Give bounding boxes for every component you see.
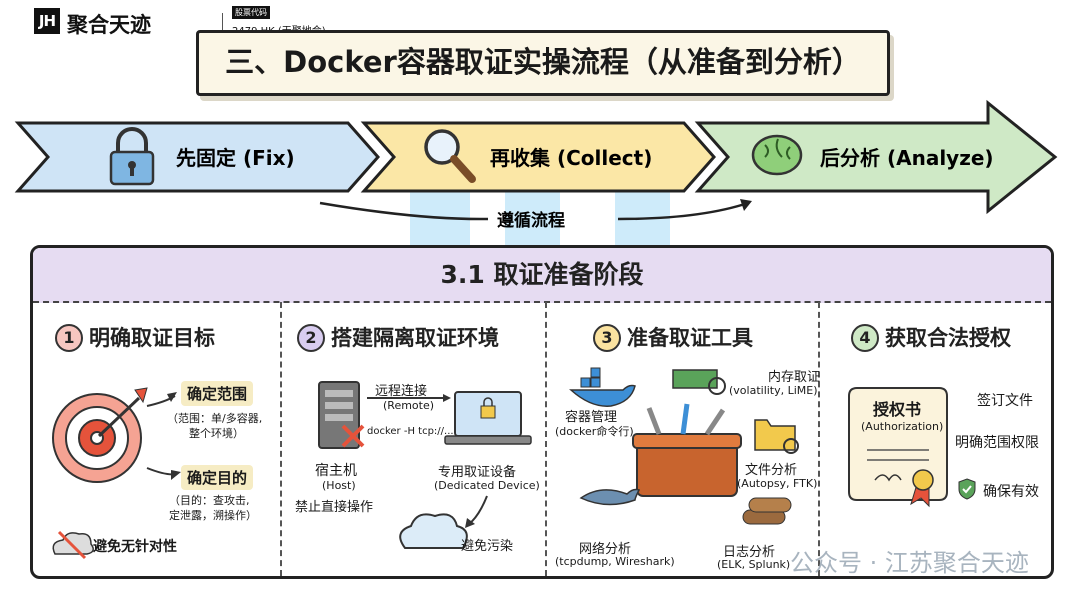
toolbox-diagram	[569, 367, 799, 525]
tool-network-desc: (tcpdump, Wireshark)	[555, 555, 675, 568]
step-number: 4	[851, 324, 879, 352]
column-2-title-text: 搭建隔离取证环境	[331, 326, 499, 350]
toolbox-icon	[632, 403, 742, 497]
ram-chip-icon	[672, 369, 726, 395]
folder-icon	[754, 419, 799, 454]
scroll-document-icon	[848, 387, 948, 508]
goal-scope-label: 确定范围	[181, 381, 254, 406]
device-label: 专用取证设备	[438, 465, 517, 480]
auth-item-scope: 明确范围权限	[955, 435, 1039, 451]
shark-icon	[579, 488, 641, 506]
auth-item-valid: 确保有效	[983, 484, 1039, 500]
server-icon	[318, 381, 365, 449]
tool-network-name: 网络分析	[579, 542, 632, 557]
seal-badge-icon	[910, 469, 934, 508]
goal-scope-detail-2: 整个环境）	[189, 427, 244, 440]
step-analyze-arrow	[694, 99, 1058, 215]
step-fix-arrow	[14, 121, 381, 193]
auth-item-sign: 签订文件	[977, 393, 1033, 409]
tool-file-name: 文件分析	[745, 463, 798, 478]
cloud-note: 避免污染	[461, 539, 514, 554]
step-number: 2	[297, 324, 325, 352]
column-divider	[280, 302, 282, 576]
column-divider	[818, 302, 820, 576]
logo-divider	[222, 13, 223, 31]
process-flow: 先固定 (Fix) 再收集 (Collect) 后分析 (Analyze) 遵循…	[14, 99, 1058, 231]
prep-stage-title: 3.1 取证准备阶段	[440, 260, 644, 289]
tool-container-name: 容器管理	[565, 410, 618, 425]
lock-icon	[109, 127, 155, 186]
footer-watermark: 公众号 · 江苏聚合天迹	[790, 549, 1029, 577]
cloud-icon	[399, 513, 468, 549]
magnifier-icon	[424, 129, 476, 183]
tool-file-desc: (Autopsy, FTK)	[737, 477, 818, 490]
isolated-env-diagram	[318, 381, 532, 549]
prep-stage-header: 3.1 取证准备阶段	[33, 248, 1051, 303]
remote-label-en: (Remote)	[383, 399, 435, 412]
column-1-title-text: 明确取证目标	[89, 326, 215, 350]
remote-label: 远程连接	[375, 384, 428, 399]
target-icon	[52, 387, 181, 483]
step-analyze-label: 后分析 (Analyze)	[820, 146, 994, 170]
column-4-title-text: 获取合法授权	[885, 326, 1011, 350]
tool-memory-desc: (volatility, LiME)	[729, 384, 818, 397]
step-fix-label: 先固定 (Fix)	[176, 146, 295, 170]
goal-purpose-detail-1: （目的：查攻击,	[169, 494, 250, 507]
logo-name: 聚合天迹	[67, 13, 151, 37]
shield-check-icon	[958, 478, 976, 500]
flow-curve-arrow	[319, 201, 749, 221]
column-divider	[545, 302, 547, 576]
host-label: 宿主机	[315, 463, 357, 479]
flow-label: 遵循流程	[497, 210, 565, 231]
step-number: 3	[593, 324, 621, 352]
step-collect-label: 再收集 (Collect)	[490, 146, 652, 170]
log-wood-icon	[742, 497, 792, 525]
goal-note: 避免无针对性	[93, 539, 177, 555]
goal-scope-detail-1: （范围：单/多容器,	[167, 412, 263, 425]
host-label-en: (Host)	[322, 479, 356, 492]
device-label-en: (Dedicated Device)	[434, 479, 540, 492]
page-title-box: 三、Docker容器取证实操流程（从准备到分析）	[196, 30, 890, 96]
remote-command: docker -H tcp://...	[367, 426, 454, 437]
tool-memory-name: 内存取证	[768, 370, 821, 385]
tool-container-desc: (docker命令行)	[555, 425, 634, 438]
auth-doc-title: 授权书	[873, 400, 922, 419]
goal-purpose-label: 确定目的	[181, 465, 254, 490]
step-number: 1	[55, 324, 83, 352]
column-3-title-text: 准备取证工具	[627, 326, 753, 350]
laptop-icon	[444, 391, 532, 445]
stock-code-tag: 股票代码	[232, 6, 270, 19]
brain-icon	[751, 134, 803, 176]
auth-doc-title-en: (Authorization)	[861, 420, 944, 433]
tool-log-name: 日志分析	[723, 545, 776, 560]
docker-whale-icon	[569, 367, 636, 407]
logo-mark: JH	[34, 8, 60, 34]
cloud-no-icon	[52, 530, 94, 560]
host-note: 禁止直接操作	[295, 500, 374, 515]
tool-log-desc: (ELK, Splunk)	[717, 558, 791, 571]
goal-purpose-detail-2: 定泄露，溯操作）	[169, 509, 257, 522]
page-title: 三、Docker容器取证实操流程（从准备到分析）	[225, 45, 861, 79]
